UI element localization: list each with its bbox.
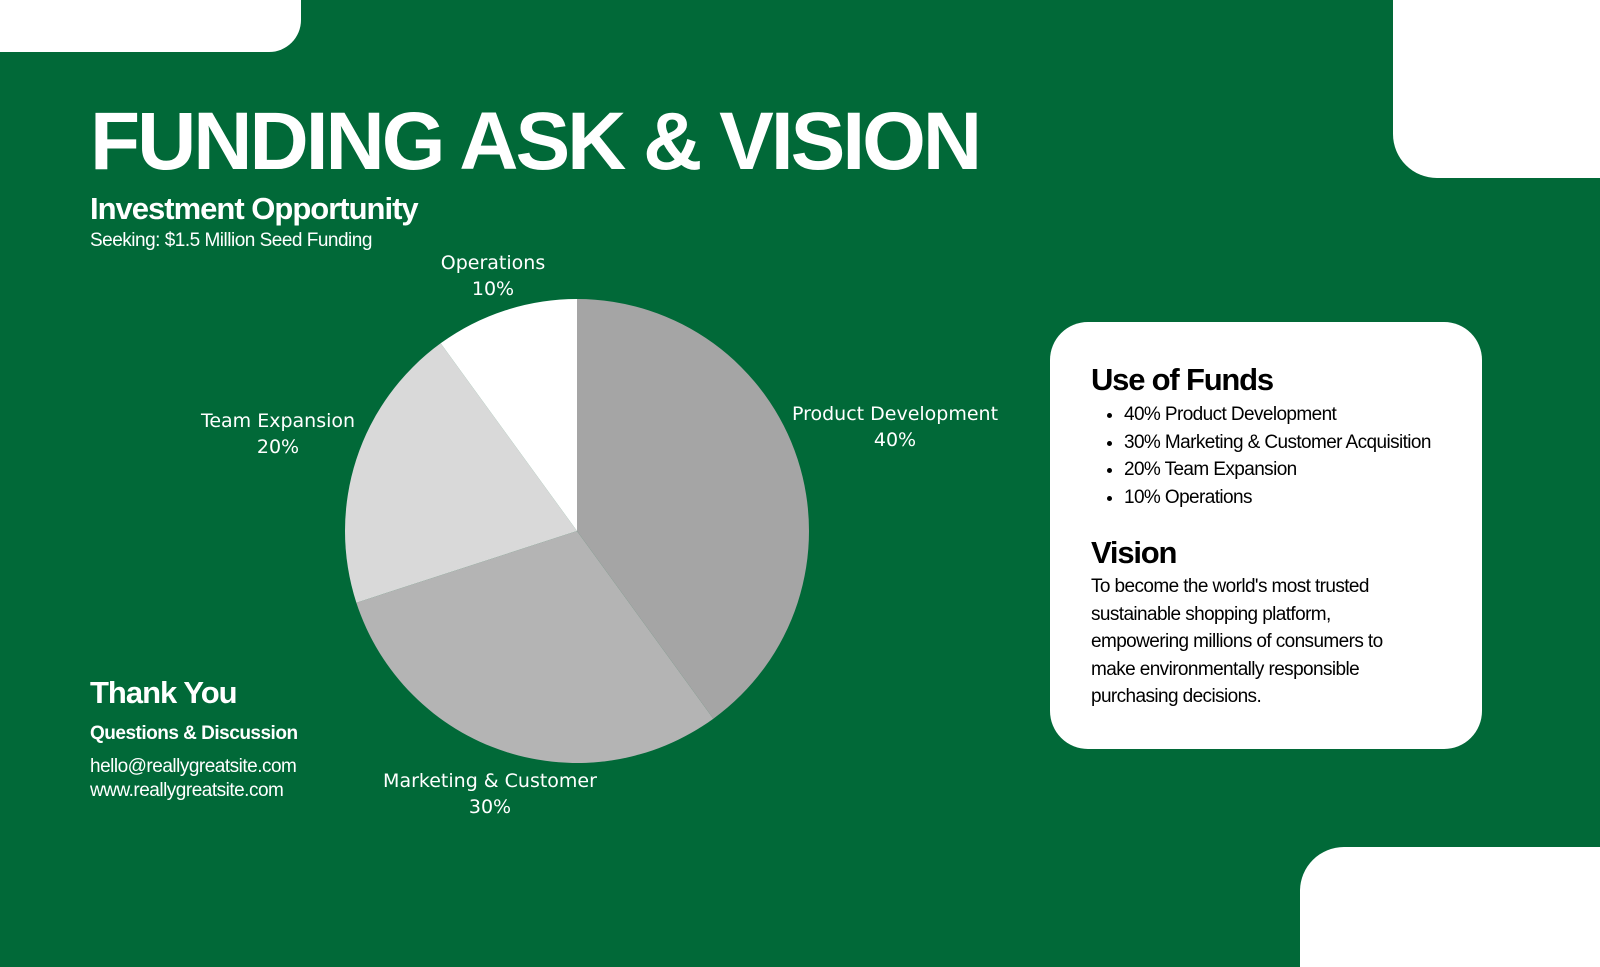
list-item: 30% Marketing & Customer Acquisition xyxy=(1124,429,1431,457)
pie-slice-team-expansion xyxy=(344,343,577,603)
pie-slice-product-development xyxy=(577,299,809,719)
corner-decoration-top-left xyxy=(0,0,301,52)
slice-label-product-development: Product Development 40% xyxy=(792,401,998,453)
slice-label-team-expansion: Team Expansion 20% xyxy=(201,408,355,460)
contact-website[interactable]: www.reallygreatsite.com xyxy=(90,780,284,801)
corner-decoration-top-right xyxy=(1393,0,1600,178)
use-of-funds-list: 40% Product Development 30% Marketing & … xyxy=(1124,401,1431,511)
page-title: FUNDING ASK & VISION xyxy=(90,96,982,187)
list-item: 20% Team Expansion xyxy=(1124,456,1431,484)
slice-label-team-expansion-value: 20% xyxy=(256,436,300,458)
thank-you-heading: Thank You xyxy=(90,675,238,710)
section-subtitle: Investment Opportunity xyxy=(90,191,419,226)
slice-label-marketing-customer: Marketing & Customer 30% xyxy=(383,768,597,820)
slice-label-product-development-value: 40% xyxy=(873,429,917,451)
pie-slice-marketing-customer xyxy=(356,531,714,763)
vision-heading: Vision xyxy=(1091,535,1177,570)
slice-label-operations-value: 10% xyxy=(471,278,515,300)
slice-label-operations: Operations 10% xyxy=(441,250,545,302)
slice-label-marketing-customer-name: Marketing & Customer xyxy=(383,770,597,792)
slice-label-operations-name: Operations xyxy=(440,252,546,274)
funding-amount-text: Seeking: $1.5 Million Seed Funding xyxy=(90,230,372,251)
slice-label-marketing-customer-value: 30% xyxy=(468,796,512,818)
use-of-funds-heading: Use of Funds xyxy=(1091,362,1274,397)
slice-label-team-expansion-name: Team Expansion xyxy=(200,410,356,432)
funds-vision-card: Use of Funds 40% Product Development 30%… xyxy=(1050,322,1482,749)
pie-chart xyxy=(344,299,809,763)
list-item: 10% Operations xyxy=(1124,484,1431,512)
contact-email[interactable]: hello@reallygreatsite.com xyxy=(90,756,297,777)
questions-subheading: Questions & Discussion xyxy=(90,723,298,744)
slice-label-product-development-name: Product Development xyxy=(791,403,999,425)
pie-slice-operations xyxy=(440,299,577,531)
vision-text: To become the world's most trusted susta… xyxy=(1091,576,1383,707)
list-item: 40% Product Development xyxy=(1124,401,1431,429)
